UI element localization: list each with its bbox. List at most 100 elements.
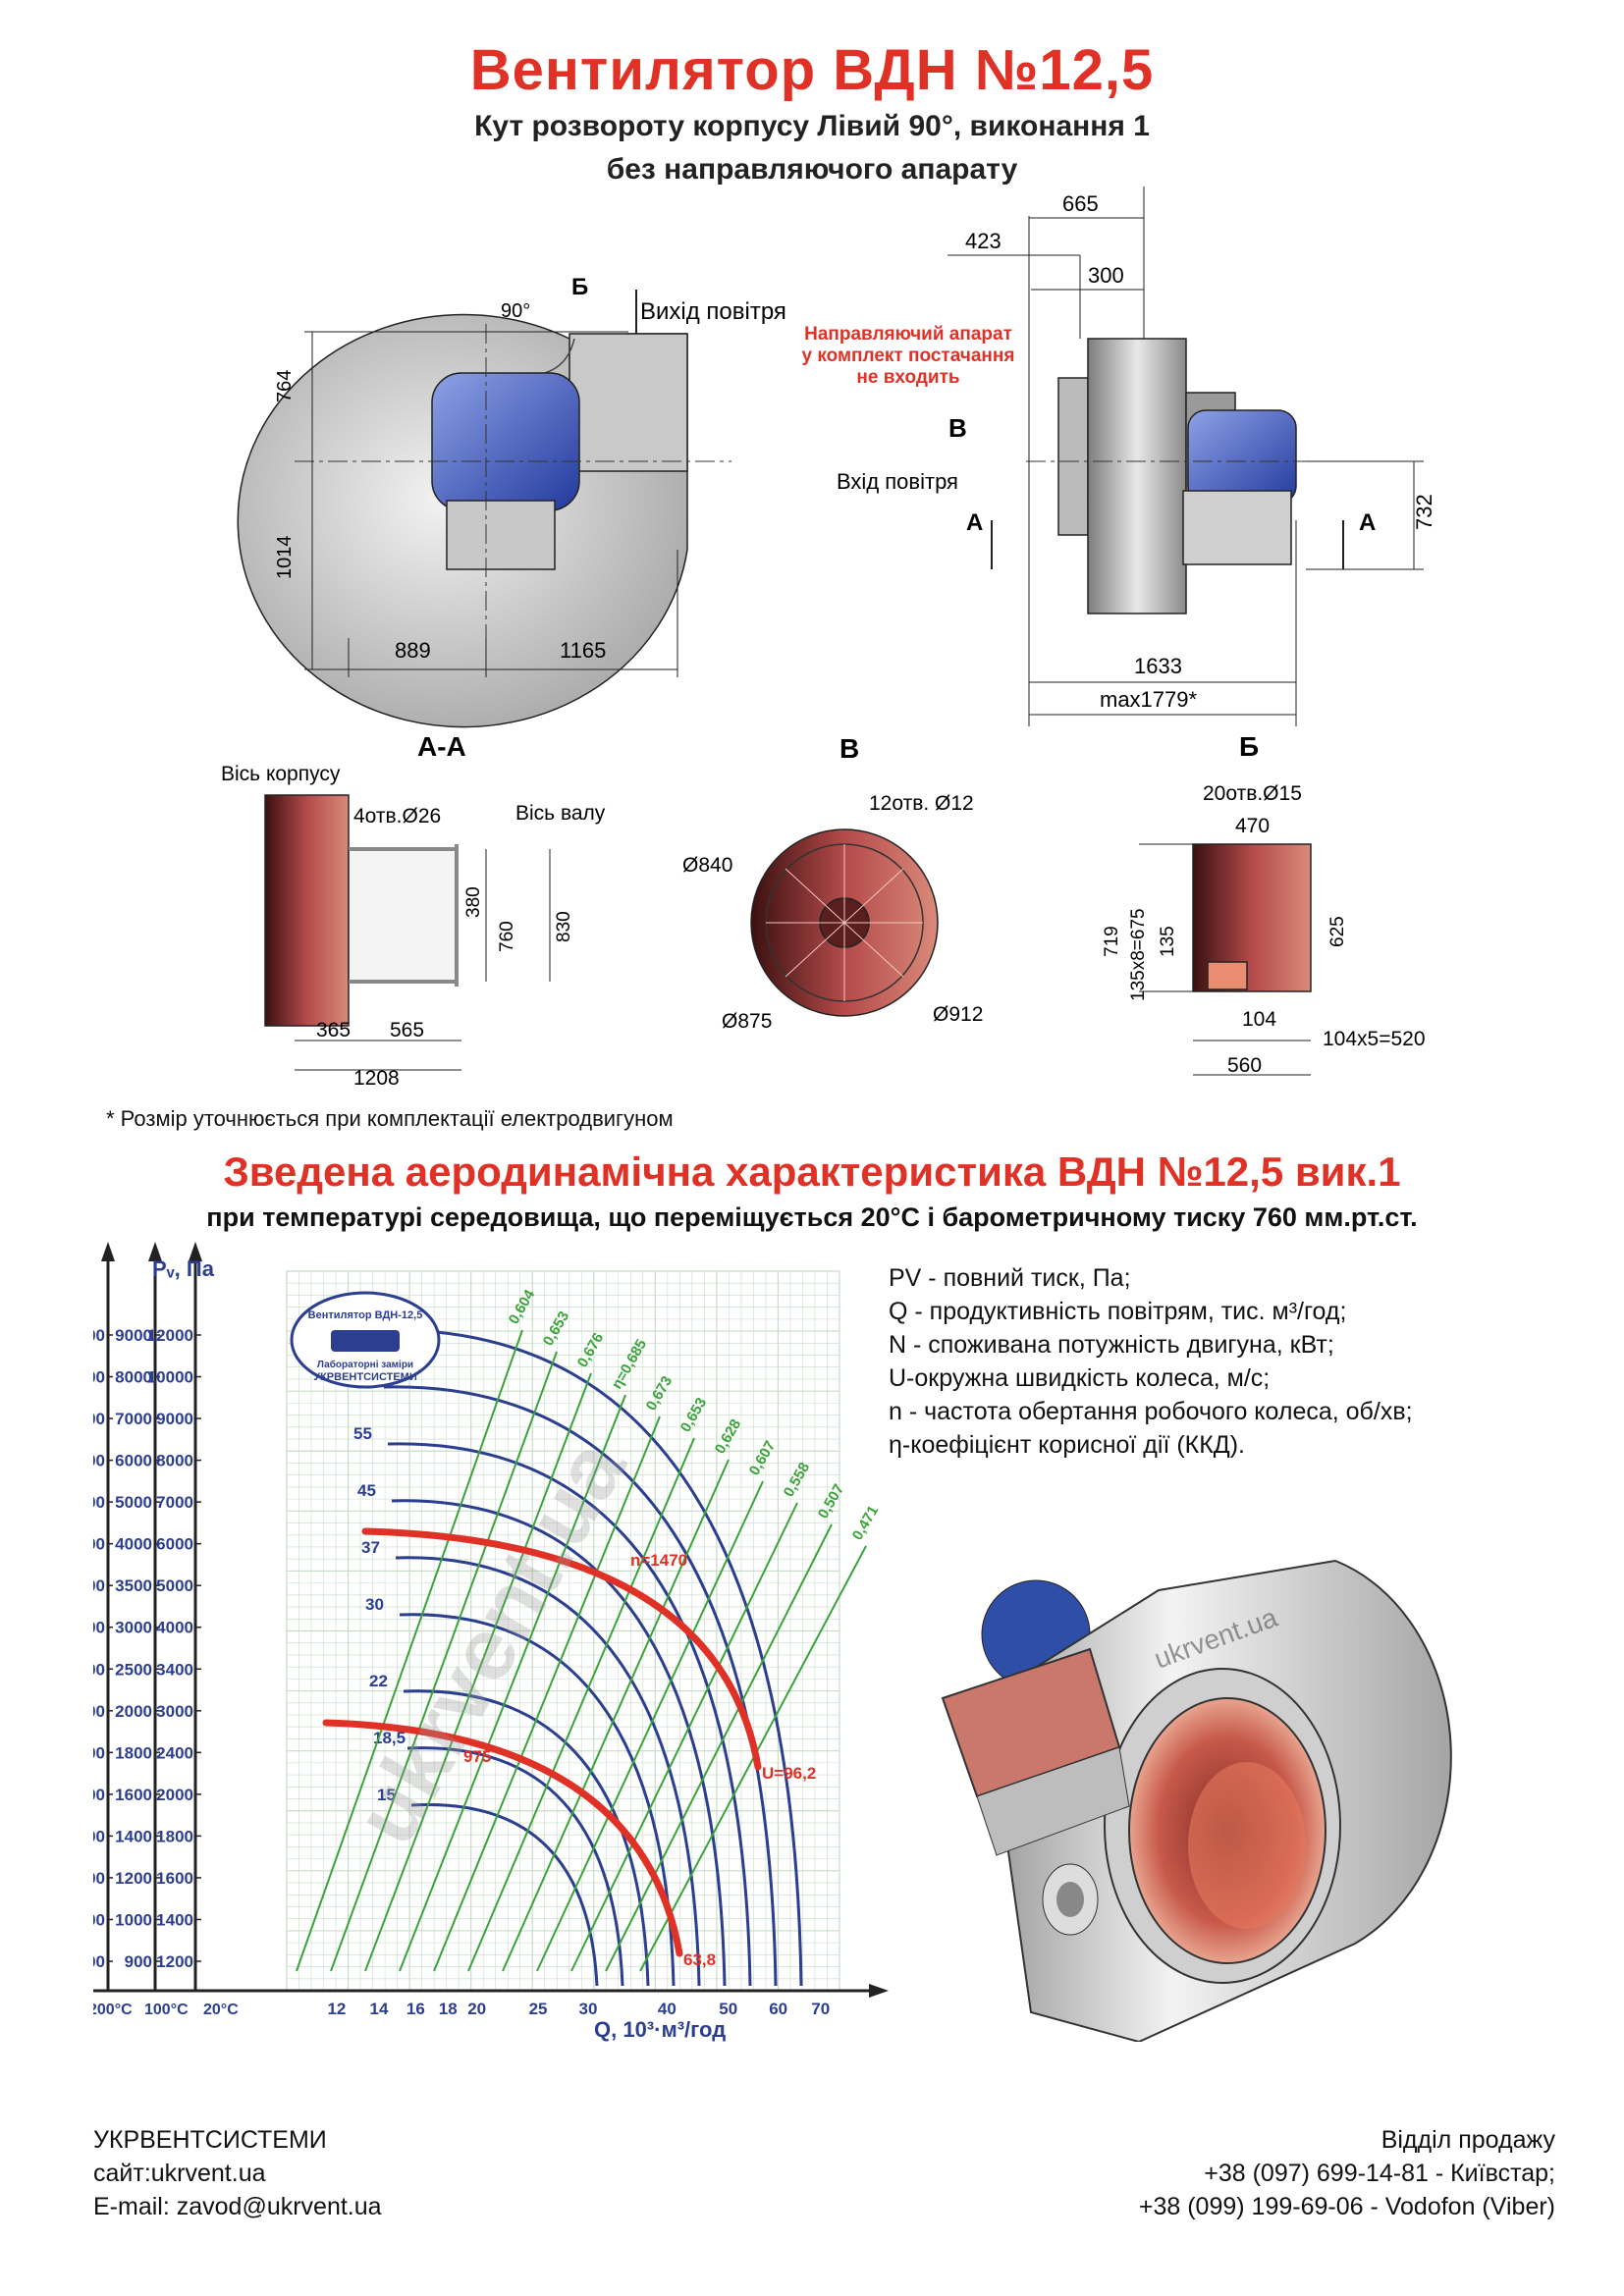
dim-719: 719 [1102,926,1122,957]
legend-n: N - споживана потужність двигуна, кВт; [889,1331,1334,1359]
y-tick-100c: 2000 [115,1702,152,1721]
guide-vane-note: Направляючий апарат у комплект постачанн… [776,324,1041,389]
dim-135x8: 135x8=675 [1128,908,1149,1001]
efficiency-line [296,1329,523,1972]
guide-vane-note-line1: Направляючий апарат [804,324,1012,345]
legend-u: U-окружна швидкість колеса, м/с; [889,1364,1271,1392]
power-label: 15 [377,1786,396,1804]
legend-q: Q - продуктивність повітрям, тис. м³/год… [889,1298,1347,1325]
footer-phone1[interactable]: +38 (097) 699-14-81 - Київстар; [1204,2160,1555,2187]
footer-email[interactable]: E-mail: zavod@ukrvent.ua [93,2193,382,2220]
y-tick-200c: 2500 [93,1576,105,1595]
holes-4x26: 4отв.Ø26 [353,805,441,828]
dim-d912: Ø912 [933,1003,983,1026]
y-tick-100c: 1600 [115,1786,152,1804]
outlet-label: Вихід повітря [640,298,786,325]
dim-565: 565 [390,1019,424,1041]
page-subtitle-2: без направляючого апарату [606,153,1018,186]
y-tick-200c: 5000 [93,1410,105,1428]
power-label: 22 [369,1672,388,1690]
section-b-marker: Б [571,274,588,300]
section-v-title: В [839,733,859,764]
x-temp-20c: 20°С [203,2002,239,2018]
dim-135: 135 [1158,926,1178,957]
page-title: Вентилятор ВДН №12,5 [469,38,1155,102]
y-tick-200c: 1800 [93,1660,105,1679]
chart-legend: PV - повний тиск, Па; Q - продуктивність… [889,1261,1576,1462]
section-b-title: Б [1239,731,1259,762]
x-tick: 70 [811,2000,830,2018]
y-tick-100c: 7000 [115,1410,152,1428]
y-tick-20c: 4000 [156,1619,193,1637]
y-tick-200c: 6000 [93,1368,105,1387]
y-tick-100c: 1000 [115,1910,152,1929]
power-curve [406,1746,624,1987]
section-a-left-marker: А [966,509,983,536]
y-tick-20c: 2400 [156,1743,193,1762]
stamp-line3: УКРВЕНТСИСТЕМИ [313,1371,417,1383]
guide-vane-note-line3: не входить [856,367,960,388]
y-tick-20c: 5000 [156,1576,193,1595]
x-tick: 14 [370,2000,389,2018]
dim-d875: Ø875 [722,1010,772,1033]
aero-title: Зведена аеродинамічна характеристика ВДН… [223,1148,1401,1195]
efficiency-line [605,1523,833,1972]
y-tick-200c: 7000 [93,1326,105,1345]
power-curve [391,1499,727,1987]
x-temp-200c: 200°С [93,2002,133,2018]
y-tick-100c: 5000 [115,1493,152,1512]
footer-phone2[interactable]: +38 (099) 199-69-06 - Vodofon (Viber) [1138,2193,1555,2220]
section-v-marker: В [948,413,967,443]
dim-1633: 1633 [1134,654,1182,678]
y-tick-100c: 3000 [115,1619,152,1637]
power-label: 45 [357,1481,376,1500]
y-tick-20c: 3000 [156,1702,193,1721]
y-tick-200c: 3000 [93,1535,105,1554]
angle-90: 90° [501,300,530,322]
section-a-right-marker: А [1359,509,1376,536]
footer-sales: Відділ продажу [1380,2126,1555,2154]
y-tick-200c: 3500 [93,1493,105,1512]
dim-300: 300 [1088,263,1124,288]
power-curve [403,1689,650,1987]
technical-drawings: 764 1014 889 1165 90° Б Вихід повітря 66… [221,187,1436,1090]
efficiency-line [330,1351,558,1972]
aero-subtitle: при температурі середовища, що переміщує… [206,1202,1418,1232]
efficiency-line [433,1415,661,1972]
x-tick: 30 [579,2000,598,2018]
efficiency-line [467,1437,695,1972]
dim-830: 830 [554,911,574,942]
speed-n-label: n=1470 [630,1551,687,1570]
x-tick: 12 [327,2000,346,2018]
footnote: * Розмір уточнюється при комплектації ел… [106,1106,674,1131]
speed-u-label: 63,8 [683,1950,716,1969]
power-label: 30 [365,1595,384,1614]
y-tick-200c: 2000 [93,1619,105,1637]
stamp-line1: Вентилятор ВДН-12,5 [308,1309,423,1321]
x-tick: 25 [529,2000,548,2018]
holes-12x12: 12отв. Ø12 [869,792,974,815]
y-axis-arrow-1 [148,1242,162,1261]
y-tick-20c: 1800 [156,1827,193,1845]
y-tick-20c: 1200 [156,1952,193,1971]
y-tick-100c: 1800 [115,1743,152,1762]
power-curve [383,1385,778,1987]
y-axis-arrow-0 [101,1242,115,1261]
y-tick-20c: 12000 [147,1326,193,1345]
power-label: 55 [353,1424,372,1443]
y-tick-100c: 6000 [115,1452,152,1470]
x-tick: 60 [769,2000,787,2018]
footer-site[interactable]: сайт:ukrvent.ua [93,2160,266,2187]
section-aa-drawing [264,794,551,1071]
y-tick-200c: 4000 [93,1452,105,1470]
y-tick-20c: 6000 [156,1535,193,1554]
y-tick-20c: 3400 [156,1660,193,1679]
fan-3d-render: ukrvent.ua [941,1559,1452,2042]
dim-889: 889 [395,638,431,663]
power-curve [387,1442,752,1987]
legend-eta: η-коефіцієнт корисної дії (ККД). [889,1431,1245,1459]
y-tick-100c: 9000 [115,1326,152,1345]
x-axis-label: Q, 10³·м³/год [594,2017,726,2042]
y-tick-20c: 7000 [156,1493,193,1512]
dim-560: 560 [1227,1054,1262,1077]
